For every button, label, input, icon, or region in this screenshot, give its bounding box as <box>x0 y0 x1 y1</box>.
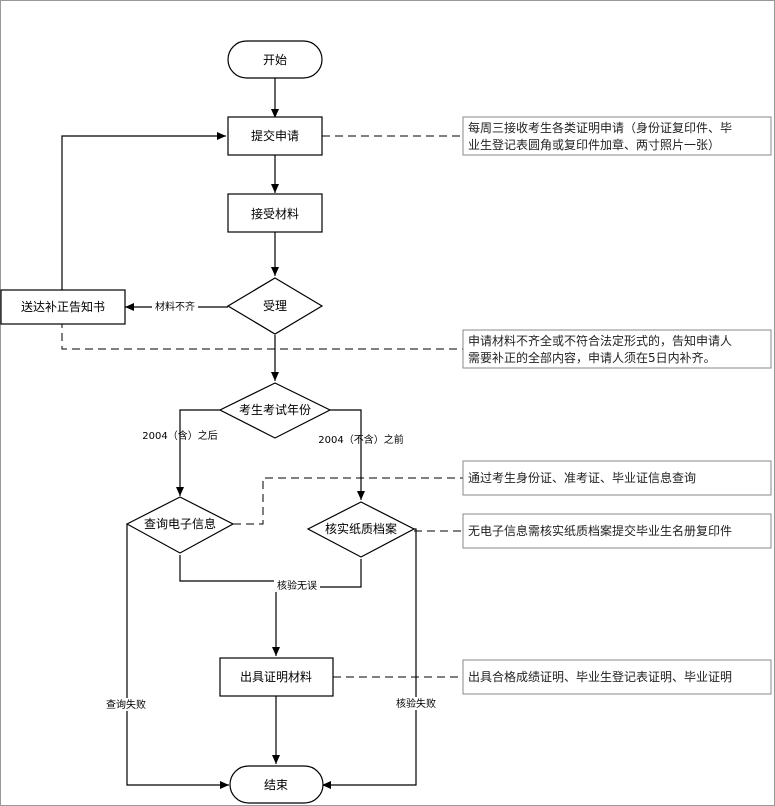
node-end-label: 结束 <box>264 778 288 792</box>
note-incomplete-line-1: 申请材料不齐全或不符合法定形式的，告知申请人 <box>468 333 732 348</box>
node-verify: 核实纸质档案 <box>306 501 416 558</box>
note-query-line-1: 通过考生身份证、准考证、毕业证信息查询 <box>468 470 696 485</box>
node-verify-label: 核实纸质档案 <box>325 521 397 536</box>
node-end: 结束 <box>229 765 324 804</box>
node-start: 开始 <box>227 40 323 79</box>
note-incomplete: 申请材料不齐全或不符合法定形式的，告知申请人 需要补正的全部内容，申请人须在5日… <box>462 329 772 369</box>
node-notice-label: 送达补正告知书 <box>21 299 105 314</box>
node-accept-label: 受理 <box>263 299 287 313</box>
note-link-query <box>233 477 463 525</box>
node-start-label: 开始 <box>263 53 287 67</box>
note-verify-line-1: 无电子信息需核实纸质档案提交毕业生名册复印件 <box>468 523 732 538</box>
edge-verify-fail <box>322 528 417 789</box>
node-submit: 提交申请 <box>227 116 323 156</box>
note-submit: 每周三接收考生各类证明申请（身份证复印件、毕 业生登记表圆角或复印件加章、两寸照… <box>462 116 772 156</box>
node-notice: 送达补正告知书 <box>0 289 126 325</box>
edge-query-fail <box>126 524 229 789</box>
edge-label-bg <box>393 697 439 710</box>
node-accept: 受理 <box>226 277 324 335</box>
edge-label-after2004: 2004（含）之后 <box>142 429 217 442</box>
node-query: 查询电子信息 <box>125 496 235 554</box>
edge-label-verify-fail: 核验失败 <box>396 697 436 710</box>
note-issue-line-1: 出具合格成绩证明、毕业生登记表证明、毕业证明 <box>468 669 732 684</box>
edge-year-verify <box>330 409 365 500</box>
note-issue: 出具合格成绩证明、毕业生登记表证明、毕业证明 <box>462 659 772 695</box>
node-submit-label: 提交申请 <box>251 128 299 143</box>
edge-label-incomplete: 材料不齐 <box>155 300 195 313</box>
edge-label-verified: 核验无误 <box>277 579 317 592</box>
node-receive: 接受材料 <box>227 193 323 233</box>
edge-label-bg <box>274 579 320 592</box>
note-submit-line-2: 业生登记表圆角或复印件加章、两寸照片一张） <box>468 137 720 152</box>
edge-label-bg <box>103 698 149 711</box>
node-issue: 出具证明材料 <box>219 657 334 697</box>
note-incomplete-line-2: 需要补正的全部内容，申请人须在5日内补齐。 <box>468 350 716 365</box>
edge-label-bg <box>152 300 198 313</box>
edge-label-before2004: 2004（不含）之前 <box>318 433 403 446</box>
note-query: 通过考生身份证、准考证、毕业证信息查询 <box>462 460 772 496</box>
node-receive-label: 接受材料 <box>251 206 299 221</box>
edge-query-merge <box>179 555 276 582</box>
note-submit-line-1: 每周三接收考生各类证明申请（身份证复印件、毕 <box>468 120 732 135</box>
node-issue-label: 出具证明材料 <box>240 670 312 684</box>
edge-notice-submit <box>61 132 226 290</box>
node-year-label: 考生考试年份 <box>239 402 311 417</box>
note-verify: 无电子信息需核实纸质档案提交毕业生名册复印件 <box>462 513 772 549</box>
edge-year-query <box>176 409 222 496</box>
note-link-incomplete <box>61 320 463 350</box>
node-year: 考生考试年份 <box>218 382 332 439</box>
node-query-label: 查询电子信息 <box>144 516 216 531</box>
edge-label-query-fail: 查询失败 <box>106 698 146 711</box>
